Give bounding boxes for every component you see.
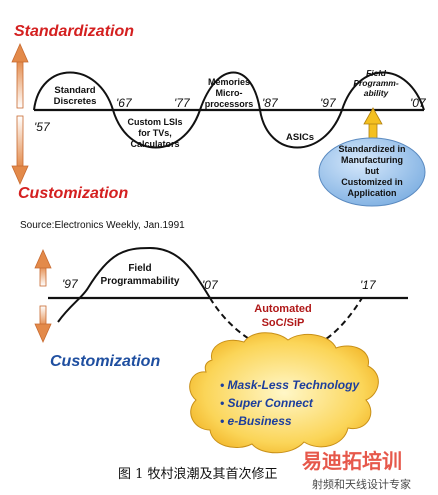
bottom-wave-dashed: [209, 297, 363, 354]
phase-memories: Memories Micro- processors: [205, 77, 254, 109]
bottom-year-17: '17: [360, 278, 377, 292]
bottom-wave-solid: [57, 246, 211, 323]
bullet-mask-less: • Mask-Less Technology: [220, 378, 360, 392]
bottom-year-07: '07: [202, 278, 219, 292]
top-year-67: '67: [116, 96, 133, 110]
standard-discretes-line1: Standard: [54, 85, 95, 96]
callout-bubble: [318, 137, 426, 207]
figure-caption: 图 1 牧村浪潮及其首次修正: [118, 466, 278, 482]
field-prog-line3: ability: [364, 88, 390, 98]
field-prog-line2: Programm-: [353, 78, 399, 88]
bottom-cloud: [189, 332, 379, 454]
bottom-title-customization: Customization: [50, 353, 160, 370]
watermark-tagline: 射频和天线设计专家: [312, 477, 411, 491]
bottom-standardization-arrow: [34, 249, 52, 287]
bottom-field-line1: Field: [128, 263, 151, 274]
custom-lsis-line2: for TVs,: [138, 128, 172, 138]
phase-asics: ASICs: [286, 132, 314, 143]
phase-standard-discretes: Standard Discretes: [54, 85, 97, 107]
top-title-standardization: Standardization: [14, 23, 134, 40]
top-year-57: '57: [34, 120, 51, 134]
top-standardization-arrow: [11, 43, 29, 109]
watermark-brand: 易迪拓培训: [302, 449, 402, 473]
bullet-e-business: • e-Business: [220, 414, 292, 428]
top-wave: [33, 71, 425, 149]
callout-line4: Customized in: [341, 177, 403, 187]
callout-line5: Application: [348, 188, 397, 198]
bottom-automated-soc: Automated SoC/SiP: [254, 303, 311, 329]
callout-pointer-arrow: [363, 107, 383, 147]
top-year-87: '87: [262, 96, 279, 110]
bottom-year-97: '97: [62, 277, 79, 291]
bullet-super-connect: • Super Connect: [220, 396, 314, 410]
phase-custom-lsis: Custom LSIs for TVs, Calculators: [127, 117, 182, 149]
callout-line3: but: [365, 166, 379, 176]
automated-line2: SoC/SiP: [262, 317, 305, 329]
top-year-77: '77: [174, 96, 191, 110]
standard-discretes-line2: Discretes: [54, 96, 97, 107]
bottom-field-line2: Programmability: [101, 276, 180, 287]
custom-lsis-line1: Custom LSIs: [127, 117, 182, 127]
automated-line1: Automated: [254, 303, 311, 315]
cloud-bullets: • Mask-Less Technology • Super Connect •…: [220, 378, 360, 428]
callout-line2: Manufacturing: [341, 155, 403, 165]
source-note: Source:Electronics Weekly, Jan.1991: [20, 220, 185, 231]
custom-lsis-line3: Calculators: [130, 139, 179, 149]
field-prog-line1: Field: [366, 68, 387, 78]
memories-line1: Memories: [208, 77, 250, 87]
callout-text: Standardized in Manufacturing but Custom…: [338, 144, 405, 198]
top-year-07: '07: [410, 96, 427, 110]
phase-field-programmability-top: Field Programm- ability: [353, 68, 399, 98]
top-year-97: '97: [320, 96, 337, 110]
memories-line2: Micro-: [216, 88, 243, 98]
top-title-customization: Customization: [18, 185, 128, 202]
callout-line1: Standardized in: [338, 144, 405, 154]
bottom-customization-arrow: [34, 305, 52, 343]
top-customization-arrow: [11, 115, 29, 185]
memories-line3: processors: [205, 99, 254, 109]
bottom-field-programmability: Field Programmability: [101, 263, 180, 287]
